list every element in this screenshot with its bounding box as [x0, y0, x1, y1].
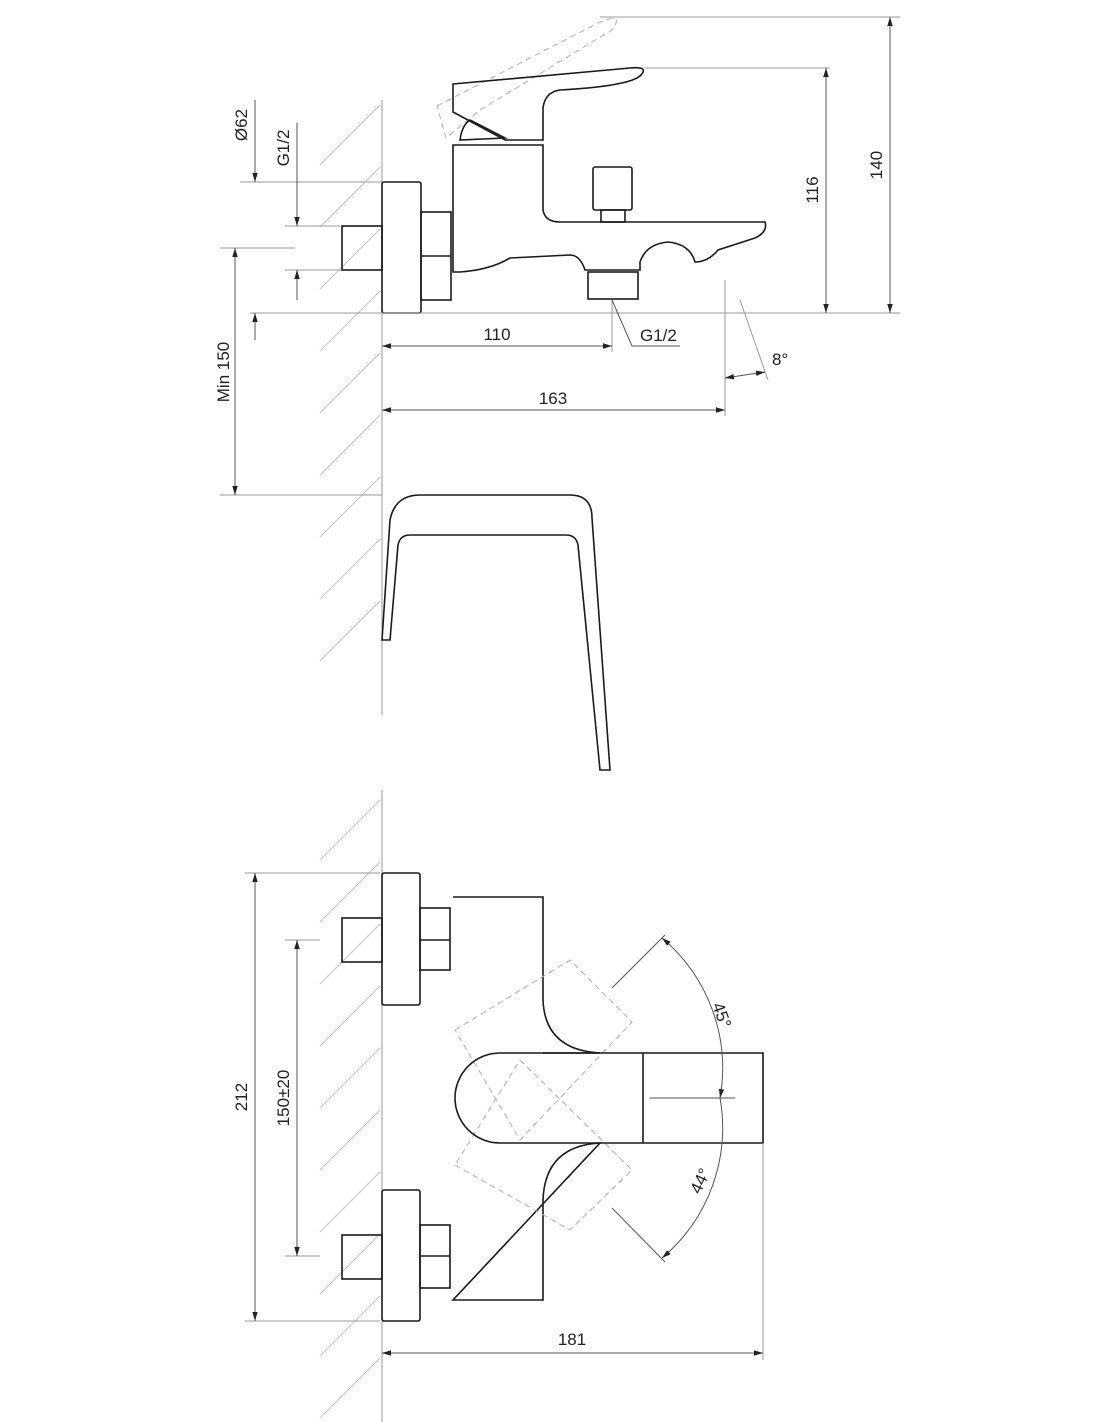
spout-cross-section: [381, 494, 611, 771]
side-view-mixer: [341, 17, 767, 314]
wall-hatch-line: [319, 600, 381, 662]
wall-hatch-line: [319, 1295, 381, 1357]
total-height-label: 140: [867, 151, 886, 179]
wall-hatch-line: [319, 290, 381, 352]
wall-hatch-line: [319, 414, 381, 476]
wall-hatch-line: [319, 923, 381, 985]
lever: [452, 66, 645, 141]
wall-hatch-line: [319, 352, 381, 414]
wall-hatch-line: [319, 228, 381, 290]
diameter-label: Ø62: [232, 109, 251, 141]
wall-hatch-line: [319, 1357, 381, 1419]
spout-length-label: 163: [539, 389, 567, 408]
top-view-dimensions: 212 150±20 181 45° 44°: [232, 872, 764, 1360]
lever-top: [454, 1052, 764, 1144]
outlet-thread: [587, 271, 639, 300]
body-and-spout: [452, 144, 767, 273]
wall-hatch-line: [319, 538, 381, 600]
wall-hatch-line: [319, 104, 381, 166]
side-view-dimensions: 116 140 Ø62 G1/2 Min 150 110 G1/2 8° 163: [214, 16, 900, 496]
angle-up-label: 45°: [708, 1000, 735, 1031]
outlet-thread-label: G1/2: [640, 326, 677, 345]
wall-hatch-line: [319, 166, 381, 228]
wall-hatch-line: [319, 1171, 381, 1233]
inlet-thread-label: G1/2: [274, 130, 293, 167]
inlet-spacing-label: 150±20: [274, 1070, 293, 1127]
wall-hatch-line: [319, 1047, 381, 1109]
outlet-distance-label: 110: [483, 325, 510, 344]
wall-flange: [381, 181, 422, 314]
top-view-mixer: [341, 872, 764, 1322]
wall-hatch-line: [319, 1233, 381, 1295]
wall-top: [319, 100, 383, 715]
wall-hatch-line: [319, 985, 381, 1047]
wall-hatch-line: [319, 861, 381, 923]
wall-hatch-line: [319, 799, 381, 861]
wall-hatch-line: [319, 476, 381, 538]
spout-angle-label: 8°: [772, 350, 788, 369]
diverter-knob: [592, 166, 633, 211]
min-height-label: Min 150: [214, 342, 233, 402]
width-label: 181: [558, 1330, 586, 1349]
wall-hatch-line: [319, 1109, 381, 1171]
height-label: 212: [232, 1083, 251, 1111]
lever-height-label: 116: [803, 176, 822, 203]
wall-bottom: [319, 790, 383, 1422]
lever-open-position: [436, 17, 617, 139]
